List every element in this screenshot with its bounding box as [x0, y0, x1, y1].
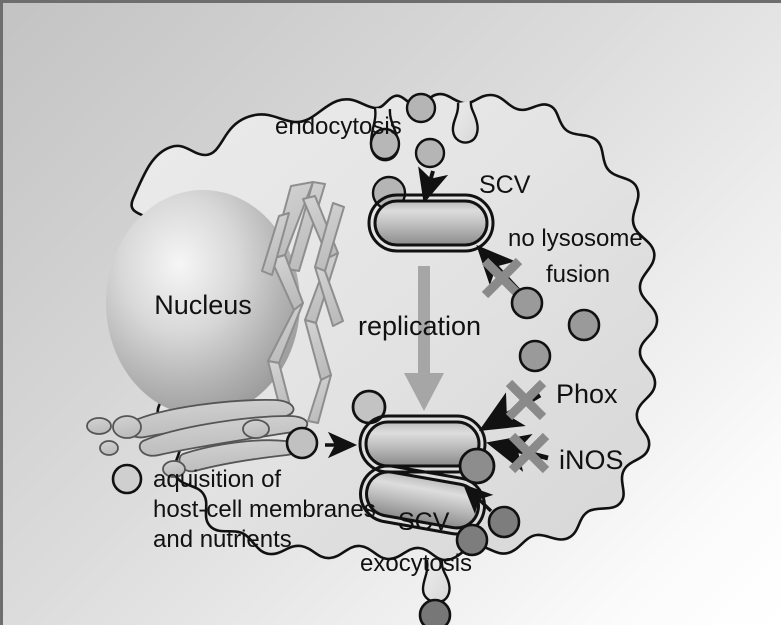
acquisition-label-line3: and nutrients	[153, 526, 292, 553]
endoplasmic-reticulum	[261, 181, 345, 424]
acquisition-vesicle	[285, 426, 319, 460]
scv-top-label: SCV	[479, 171, 531, 199]
cell-diagram-svg: Nucleus	[86, 92, 659, 625]
lysosomes	[510, 286, 601, 373]
golgi-apparatus	[86, 399, 309, 478]
bacterium-top	[373, 199, 489, 247]
scv-membrane-outer	[367, 193, 495, 253]
endocytic-vesicle	[414, 137, 446, 169]
acquisition-vesicle	[111, 463, 143, 495]
lysosome	[567, 308, 601, 342]
no-lysosome-fusion-label-line1: no lysosome	[508, 225, 643, 252]
exocytosis-released-vesicle	[418, 598, 452, 625]
golgi-vesicle	[242, 419, 270, 439]
acquisition-label-line1: aquisition of	[153, 466, 281, 493]
golgi-vesicle	[86, 417, 112, 435]
nucleus: Nucleus	[106, 190, 300, 416]
er-tubule	[314, 266, 344, 327]
membrane-pit	[451, 100, 479, 144]
exocytic-vesicle	[455, 523, 489, 557]
scv-bottom	[351, 389, 496, 536]
replication-group: replication	[358, 266, 481, 411]
phox-label: Phox	[556, 379, 618, 409]
scv-top	[367, 193, 495, 253]
acquisition-label-line2: host-cell membranes	[153, 496, 376, 523]
replication-arrow	[404, 266, 444, 411]
inos-arrow	[486, 434, 549, 472]
scv-bottom-label: SCV	[398, 508, 450, 536]
no-lysosome-fusion-label-line2: fusion	[546, 261, 610, 288]
exocytosis-group: exocytosis	[360, 484, 521, 577]
endocytosis-label: endocytosis	[275, 113, 402, 140]
replication-label: replication	[358, 311, 481, 341]
er-tubule	[307, 374, 332, 424]
block-cross-icon	[508, 432, 550, 474]
er-tubule	[261, 212, 290, 276]
bacterium-bottom-upper	[364, 420, 481, 468]
exocytosis-arrow	[463, 484, 494, 514]
acquisition-group: aquisition of host-cell membranes and nu…	[111, 426, 376, 553]
golgi-vesicle	[112, 415, 142, 439]
no-lysosome-fusion-group: no lysosome fusion	[476, 225, 643, 299]
exocytosis-label: exocytosis	[360, 550, 472, 577]
endocytic-budding-vesicle	[369, 127, 401, 161]
golgi-vesicle	[162, 460, 186, 478]
block-cross-icon	[505, 379, 547, 421]
phox-group: Phox	[478, 379, 618, 432]
exocytic-vesicle	[487, 505, 521, 539]
nucleus-body	[106, 190, 300, 416]
golgi-vesicle	[99, 440, 119, 456]
inos-group: iNOS	[486, 432, 624, 475]
nucleus-label: Nucleus	[154, 290, 252, 320]
endocytic-vesicle	[405, 92, 437, 124]
scv-bud-vesicle-lower	[458, 447, 496, 485]
inos-label: iNOS	[559, 445, 624, 475]
lysosome	[518, 339, 552, 373]
golgi-cisterna	[178, 439, 299, 473]
lysosome	[510, 286, 544, 320]
block-cross-icon	[481, 257, 523, 299]
